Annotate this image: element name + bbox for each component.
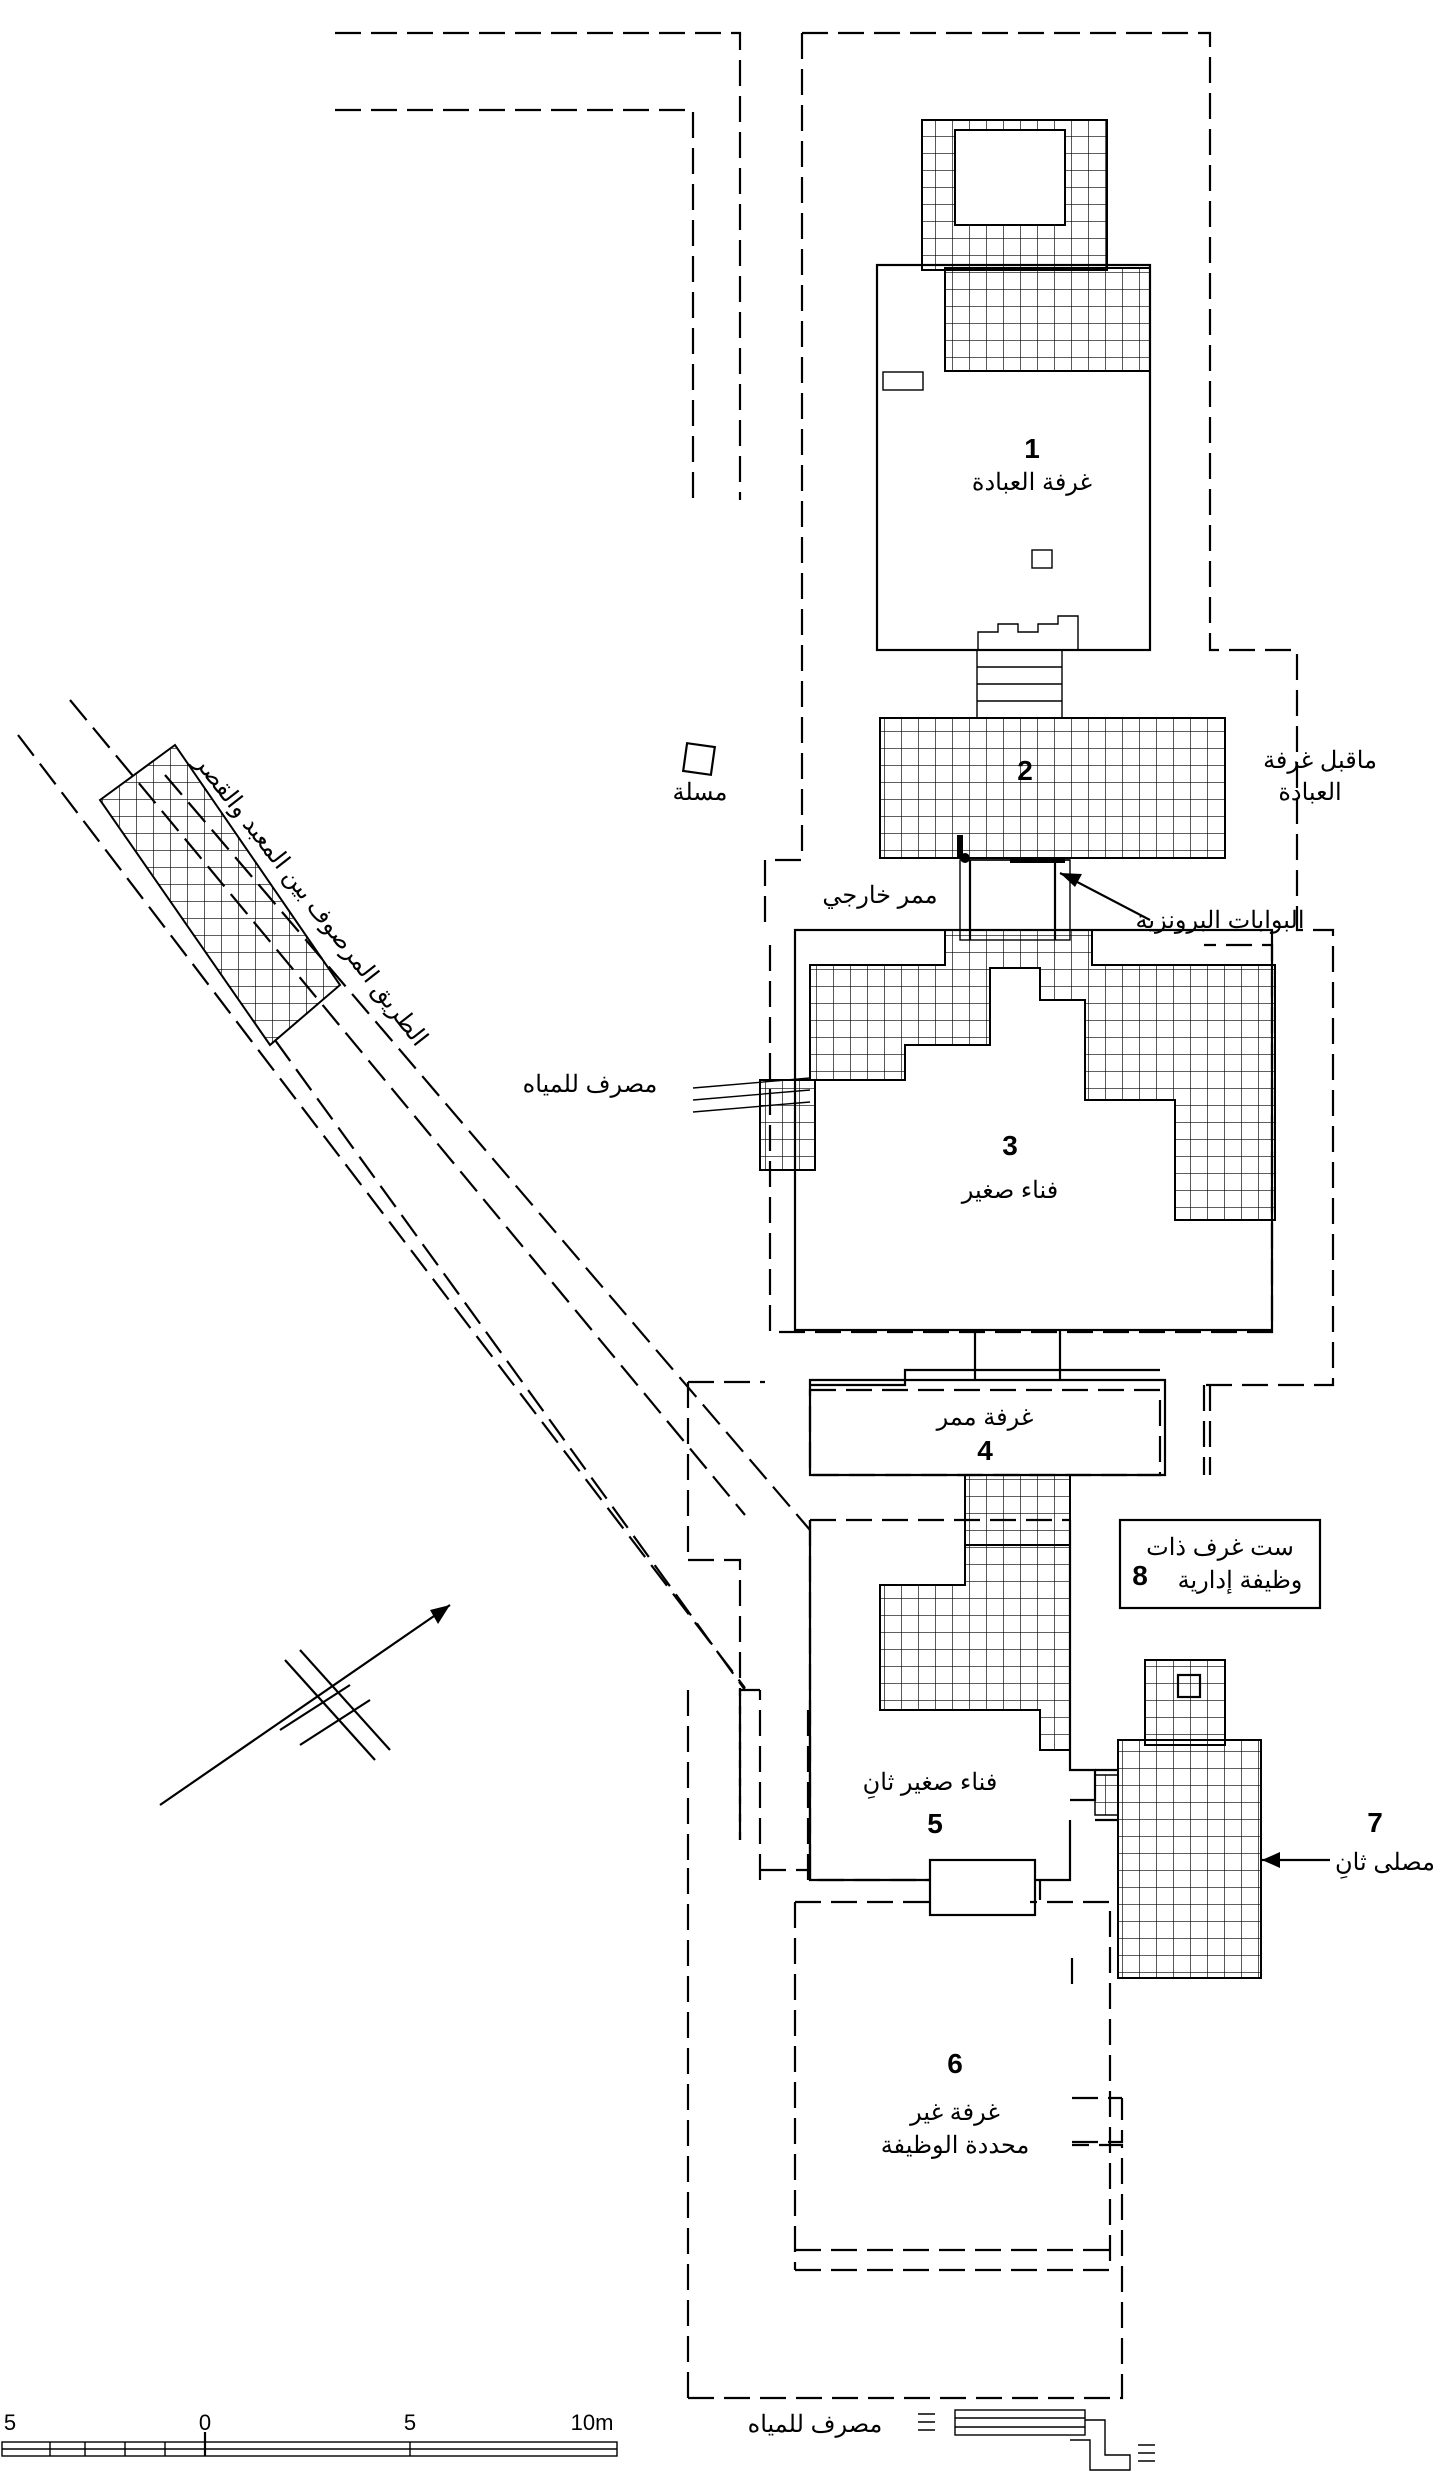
scale-bar (1, 2432, 618, 2457)
room-1-sanctuary (875, 119, 1152, 652)
room-6-label-line2: محددة الوظيفة (881, 2132, 1030, 2159)
room-2-label-line2: العبادة (1278, 779, 1341, 806)
room-7-label: مصلى ثانِ (1335, 1849, 1435, 1879)
room-6-label-line1: غرفة غير (909, 2099, 1000, 2126)
scale-tick-label: 5 (4, 2410, 16, 2435)
room-4-number: 4 (977, 1435, 993, 1466)
room-1-number: 1 (1024, 433, 1040, 464)
room-3-number: 3 (1002, 1130, 1018, 1161)
room-8-admin (1118, 1518, 1322, 1610)
room-7-chapel (1094, 1659, 1262, 1979)
paved-road (17, 699, 811, 1691)
outer-passage-label: ممر خارجي (822, 882, 937, 909)
room-8-label-line2: وظيفة إدارية (1178, 1567, 1303, 1594)
room-5-label: فناء صغير ثانِ (863, 1769, 998, 1799)
room-2-number: 2 (1017, 755, 1033, 786)
room-8-label-line1: ست غرف ذات (1146, 1534, 1294, 1561)
room-7-number: 7 (1367, 1807, 1383, 1838)
stairs (976, 649, 1063, 719)
water-drain-channel (692, 1077, 811, 1113)
scale-tick-label: 5 (404, 2410, 416, 2435)
scale-tick-label: 0 (199, 2410, 211, 2435)
inner-dashed-rooms (768, 943, 1274, 2272)
room-4-passage (808, 1330, 1167, 1546)
room-8-number: 8 (1132, 1560, 1148, 1591)
legend-drain-symbol (918, 2409, 1155, 2471)
bronze-gates-label: البوابات البرونزية (1135, 907, 1304, 934)
obelisk-label: مسلة (672, 779, 727, 806)
obelisk (681, 741, 717, 777)
legend-label: مصرف للمياه (748, 2411, 883, 2438)
room-5-number: 5 (927, 1808, 943, 1839)
water-drain-label: مصرف للمياه (523, 1071, 658, 1098)
north-arrow (159, 1604, 451, 1806)
room-6-number: 6 (947, 2048, 963, 2079)
room-2-label-line1: ماقبل غرفة (1263, 747, 1377, 774)
room-4-label: غرفة ممر (936, 1404, 1034, 1431)
room-3-courtyard (759, 928, 1276, 1332)
label-arrows (1059, 872, 1330, 1868)
room-1-label: غرفة العبادة (972, 469, 1092, 496)
room-2-antechamber (879, 717, 1226, 941)
room-3-label: فناء صغير (961, 1177, 1058, 1204)
scale-tick-label: 10m (571, 2410, 614, 2435)
room-5-courtyard (808, 1520, 1097, 1917)
